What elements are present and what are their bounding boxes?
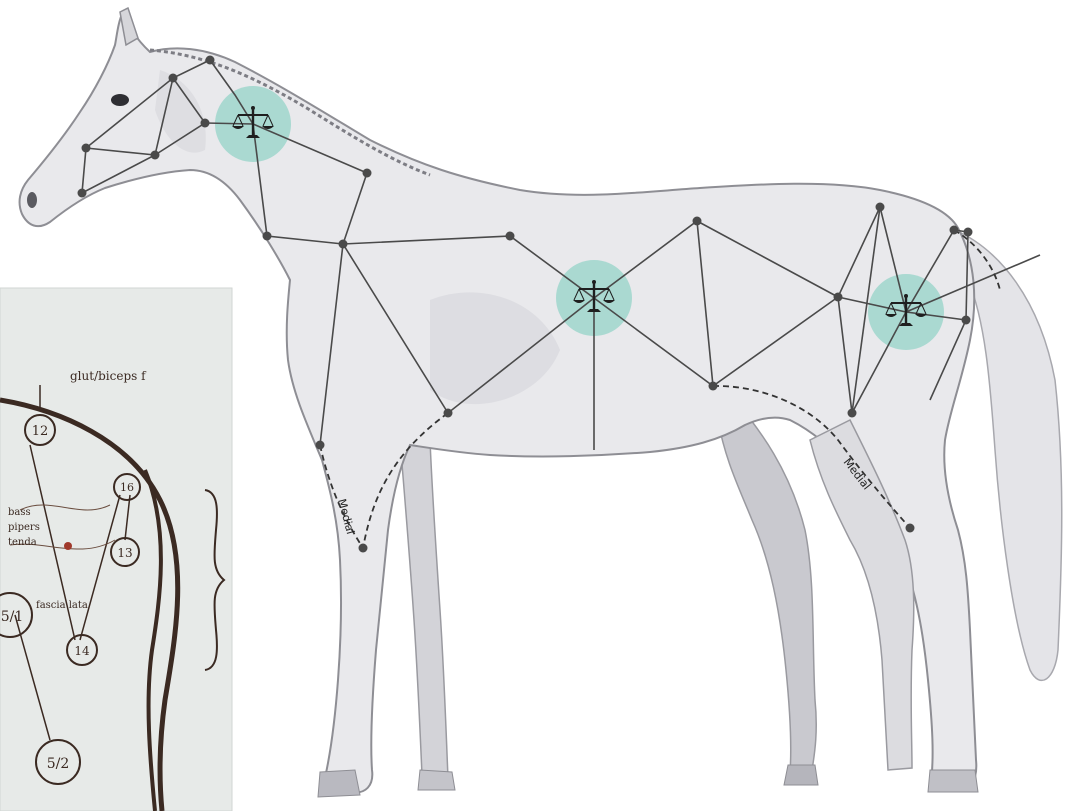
node [169,74,178,83]
svg-text:16: 16 [120,481,134,494]
node [848,409,857,418]
node [263,232,272,241]
svg-text:14: 14 [74,644,90,658]
horse-hoof-front-far [418,770,455,790]
notes-fascia-label: fascia lata [36,600,88,611]
node [876,203,885,212]
node [339,240,348,249]
node [82,144,91,153]
node [363,169,372,178]
horse-nostril [27,192,37,208]
notes-side-text-3: tenda [8,537,37,548]
svg-text:5/1: 5/1 [1,609,24,625]
node [950,226,959,235]
node [962,316,971,325]
node [316,441,325,450]
horse-hoof-hind-far [784,765,818,785]
node [709,382,718,391]
horse-far-hind-leg [718,400,816,772]
notes-side-text-2: pipers [8,522,40,533]
horse-far-fore-leg [400,440,448,778]
node [834,293,843,302]
notes-header: glut/biceps f [70,369,147,383]
node [906,524,915,533]
notes-red-dot [64,542,72,550]
horse-hoof-hind-near [928,770,978,792]
notes-side-text-1: bass [8,507,31,518]
node [693,217,702,226]
svg-text:13: 13 [117,546,132,560]
node [151,151,160,160]
node [506,232,515,241]
node [444,409,453,418]
node [201,119,210,128]
node [964,228,973,237]
handwritten-notes-inset: glut/biceps f 12 16 13 14 5/1 [0,288,232,811]
node [359,544,368,553]
notes-paper [0,288,232,811]
node [206,56,215,65]
horse-eye [111,94,129,106]
svg-text:12: 12 [32,424,49,439]
node [78,189,87,198]
horse-hoof-front-near [318,770,360,797]
svg-text:5/2: 5/2 [47,756,70,772]
